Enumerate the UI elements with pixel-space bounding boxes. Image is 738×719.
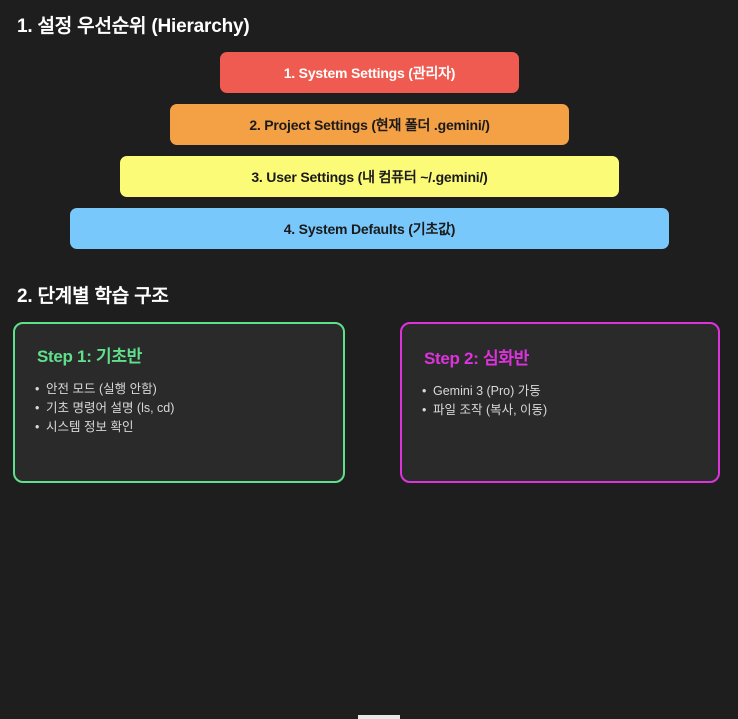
hierarchy-level-2-project-settings[interactable]: 2. Project Settings (현재 폴더 .gemini/) [170, 104, 569, 145]
step-connector-line [358, 715, 400, 719]
step-card-1-bullet-list: 안전 모드 (실행 안함) 기초 명령어 설명 (ls, cd) 시스템 정보 … [35, 380, 323, 437]
hierarchy-level-4-label: 4. System Defaults (기초값) [283, 220, 456, 237]
step-card-2-bullet-list: Gemini 3 (Pro) 가동 파일 조작 (복사, 이동) [422, 382, 698, 420]
hierarchy-level-1-system-settings[interactable]: 1. System Settings (관리자) [220, 52, 519, 93]
list-item: 시스템 정보 확인 [35, 418, 323, 437]
step-card-1-heading: Step 1: 기초반 [37, 347, 143, 366]
hierarchy-level-1-label: 1. System Settings (관리자) [283, 64, 456, 81]
list-item: Gemini 3 (Pro) 가동 [422, 382, 698, 401]
hierarchy-level-3-user-settings[interactable]: 3. User Settings (내 컴퓨터 ~/.gemini/) [120, 156, 619, 197]
hierarchy-level-2-label: 2. Project Settings (현재 폴더 .gemini/) [249, 116, 490, 133]
hierarchy-level-3-label: 3. User Settings (내 컴퓨터 ~/.gemini/) [251, 168, 488, 185]
hierarchy-level-4-system-defaults[interactable]: 4. System Defaults (기초값) [70, 208, 669, 249]
step-card-1[interactable]: Step 1: 기초반 안전 모드 (실행 안함) 기초 명령어 설명 (ls,… [13, 322, 345, 483]
page-title-hierarchy: 1. 설정 우선순위 (Hierarchy) [17, 16, 250, 37]
page-title-steps: 2. 단계별 학습 구조 [17, 286, 169, 307]
step-card-2-heading: Step 2: 심화반 [424, 349, 530, 368]
hierarchy-pyramid: 1. System Settings (관리자) 2. Project Sett… [0, 50, 738, 250]
step-card-2[interactable]: Step 2: 심화반 Gemini 3 (Pro) 가동 파일 조작 (복사,… [400, 322, 720, 483]
list-item: 파일 조작 (복사, 이동) [422, 401, 698, 420]
step-structure: Step 1: 기초반 안전 모드 (실행 안함) 기초 명령어 설명 (ls,… [0, 320, 738, 719]
list-item: 기초 명령어 설명 (ls, cd) [35, 399, 323, 418]
list-item: 안전 모드 (실행 안함) [35, 380, 323, 399]
